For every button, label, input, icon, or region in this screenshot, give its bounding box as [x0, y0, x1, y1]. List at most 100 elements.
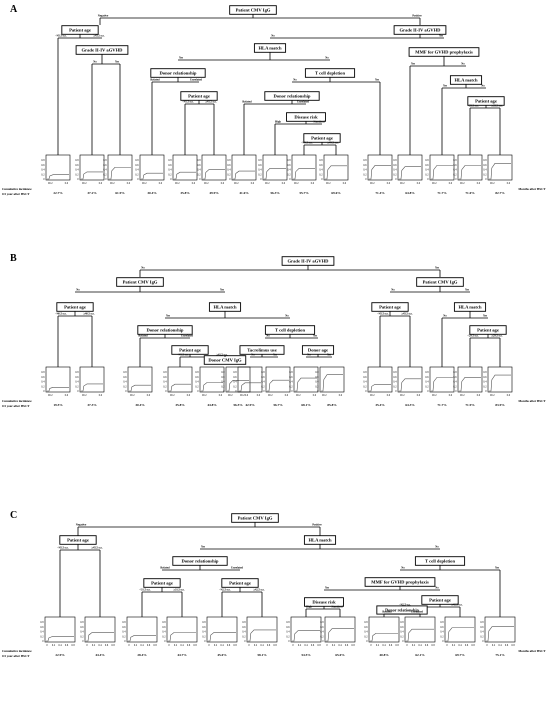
node-label: Patient age	[179, 348, 201, 353]
x-tick-label: 0.4	[418, 644, 422, 647]
x-tick-label: 00.2	[82, 394, 87, 397]
x-tick-label: 0.2	[92, 644, 96, 647]
plot-frame	[367, 366, 393, 393]
y-tick-label: 0.6	[363, 164, 367, 167]
y-tick-label: 0	[427, 390, 429, 393]
incidence-value: 44.7%	[177, 653, 187, 657]
node-label: Patient age	[188, 94, 210, 99]
y-tick-label: 0.2	[289, 385, 293, 388]
node-box	[449, 75, 483, 85]
y-tick-label: 0.8	[319, 159, 323, 162]
x-tick-label: 0.6	[192, 182, 196, 185]
y-tick-label: 0.8	[400, 621, 404, 624]
plot-frame	[397, 154, 423, 181]
x-tick-label: 00.2	[400, 394, 405, 397]
node-label: Donor relationship	[385, 608, 419, 613]
x-tick-label: 0.6	[477, 394, 481, 397]
y-tick-label: 0.6	[258, 164, 262, 167]
x-tick-label: 00.2	[234, 182, 239, 185]
x-tick-label: 0.4	[338, 644, 342, 647]
tree-node: Patient CMV IgG	[116, 277, 164, 287]
x-tick-label: 0.6	[417, 182, 421, 185]
x-tick-label: 0.6	[339, 394, 343, 397]
x-tick-label: 0.6	[221, 182, 225, 185]
incidence-curve	[81, 383, 103, 392]
incidence-value: 28.4%	[137, 653, 147, 657]
x-tick-label: 0.4	[98, 644, 102, 647]
x-tick-label: 0.6	[227, 644, 231, 647]
plot-frame	[429, 366, 455, 393]
node-label: Patient CMV IgG	[238, 516, 273, 521]
y-tick-label: 0.8	[364, 621, 368, 624]
y-tick-label: 0	[288, 640, 290, 643]
x-tick-label: 0	[86, 644, 88, 647]
tree-node: T cell depletion	[304, 68, 356, 78]
incidence-value: 83.9%	[495, 403, 505, 407]
incidence-value: 40.8%	[379, 653, 389, 657]
y-tick-label: 0	[289, 178, 291, 181]
node-label: Tacrolimus use	[247, 348, 276, 353]
node-label: T cell depletion	[425, 559, 455, 564]
node-label: HLA match	[454, 78, 478, 83]
branch-label: Yes	[220, 289, 225, 292]
x-tick-label: 00.2	[204, 182, 209, 185]
branch-label: <35.5 y.o.	[467, 105, 479, 108]
x-tick-label: 0.6	[505, 644, 509, 647]
y-tick-label: 0	[482, 640, 484, 643]
tree-node: Patient age	[180, 91, 218, 101]
plot-frame	[291, 154, 317, 181]
plot-frame	[139, 154, 165, 181]
y-tick-label: 0.6	[315, 376, 319, 379]
x-tick-label: 0	[446, 644, 448, 647]
node-label: Patient age	[229, 581, 251, 586]
incidence-curve	[292, 630, 320, 642]
incidence-curve	[321, 374, 343, 392]
x-tick-label: 00.2	[202, 394, 207, 397]
branch-label: Yes	[313, 335, 318, 338]
x-tick-label: 00.2	[82, 182, 87, 185]
x-tick-label: 0	[248, 644, 250, 647]
y-tick-label: 0.6	[135, 164, 139, 167]
branch-label: Yes	[435, 267, 440, 270]
y-tick-label: 0	[321, 178, 323, 181]
y-tick-label: 0.4	[289, 381, 293, 384]
tree-node: Patient age	[371, 302, 409, 312]
y-tick-label: 0.6	[123, 376, 127, 379]
y-tick-label: 0.6	[168, 164, 172, 167]
incidence-curve	[201, 382, 223, 392]
incidence-curve	[248, 629, 276, 642]
plot-frame	[262, 154, 288, 181]
y-tick-label: 0.6	[364, 626, 368, 629]
incidence-value: 61.9%	[115, 191, 125, 195]
x-tick-label: 0.6	[159, 182, 163, 185]
plot-frame	[367, 154, 393, 181]
y-tick-label: 0.4	[221, 381, 225, 384]
incidence-value: 85.8%	[327, 403, 337, 407]
x-tick-label: 0	[486, 644, 488, 647]
incidence-curve	[129, 384, 151, 392]
x-tick-label: 0.2	[332, 644, 336, 647]
y-tick-label: 0	[235, 390, 237, 393]
y-tick-label: 0.6	[453, 164, 457, 167]
plot-frame	[319, 366, 345, 393]
y-tick-label: 0.6	[320, 626, 324, 629]
incidence-curve	[431, 165, 453, 180]
incidence-curve	[47, 386, 69, 392]
tree-node: Patient age	[59, 535, 97, 545]
x-tick-label: 0.8	[471, 644, 475, 647]
x-tick-label: 00.2	[142, 182, 147, 185]
y-tick-label: 0.4	[41, 169, 45, 172]
node-label: Patient age	[67, 538, 89, 543]
plot-frame	[126, 616, 158, 643]
y-tick-label: 0.6	[425, 376, 429, 379]
plot-frame	[237, 366, 263, 393]
